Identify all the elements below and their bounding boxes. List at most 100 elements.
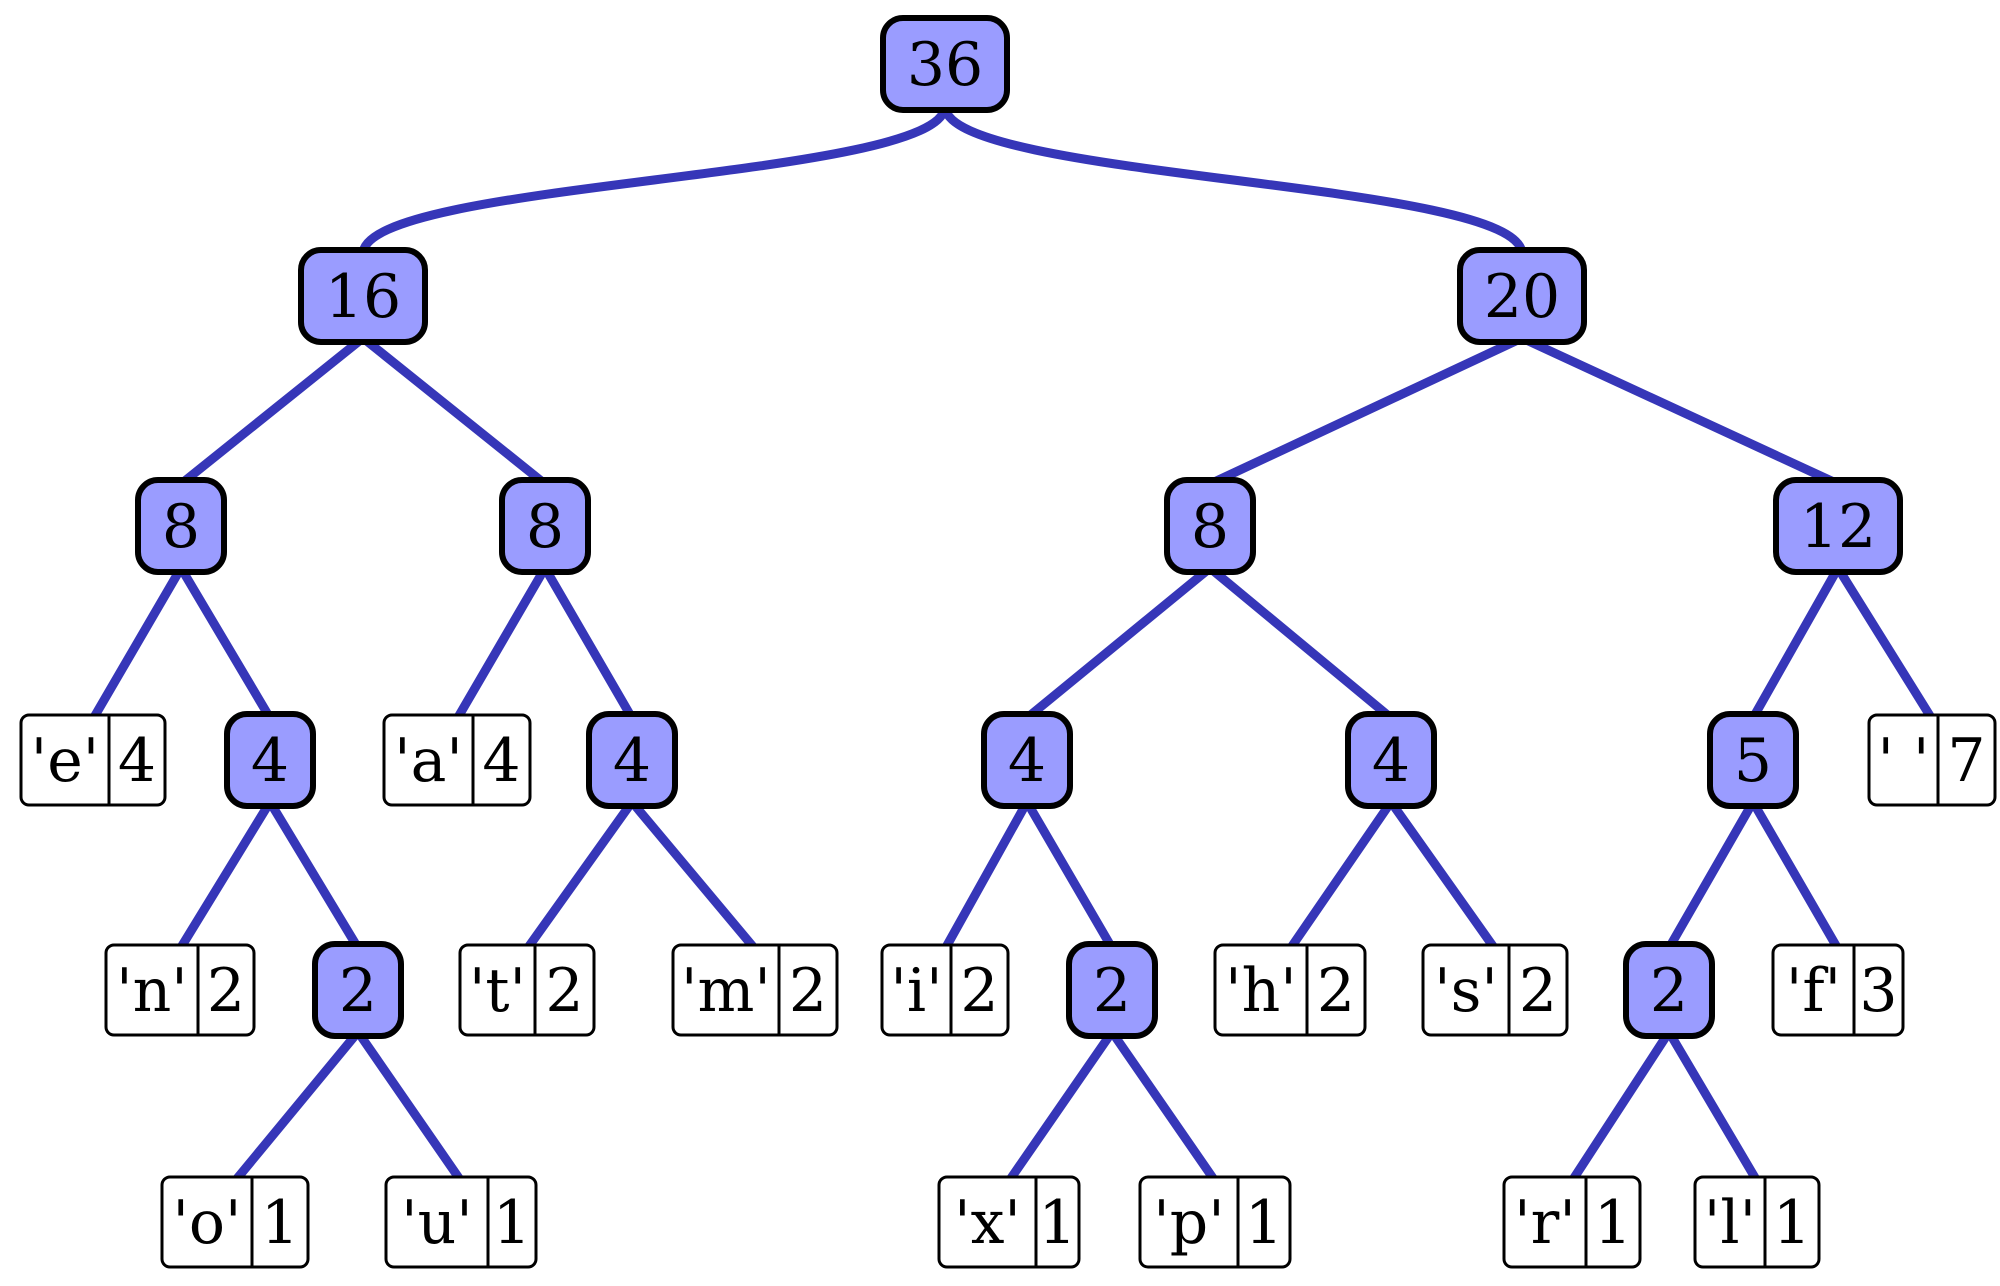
tree-edge	[1386, 797, 1500, 954]
tree-edge	[452, 563, 550, 724]
leaf-node: ' ' 7	[1867, 713, 1997, 807]
leaf-weight: 1	[261, 1188, 299, 1258]
leaf-symbol: 'u'	[401, 1188, 473, 1258]
leaf-node-box	[1771, 943, 1905, 1037]
tree-edge	[1664, 797, 1758, 953]
tree-edge	[1285, 797, 1396, 954]
internal-node-box	[298, 247, 428, 345]
leaf-symbol: ' '	[1877, 726, 1929, 796]
leaf-node-box	[384, 1175, 538, 1269]
leaf-node: 'r'1	[1502, 1175, 1642, 1269]
tree-edge	[230, 1027, 363, 1186]
leaf-symbol: 'a'	[394, 726, 463, 796]
leaf-weight: 2	[207, 956, 245, 1026]
leaf-node-box	[937, 1175, 1081, 1269]
internal-node: 2	[1623, 941, 1715, 1039]
internal-node: 36	[880, 15, 1010, 113]
tree-edge	[358, 333, 550, 489]
internal-node-box	[1773, 477, 1903, 575]
leaf-weight: 2	[545, 956, 583, 1026]
leaf-symbol: 'e'	[31, 726, 100, 796]
leaf-node: 'l' 1	[1693, 1175, 1821, 1269]
internal-node: 4	[981, 711, 1073, 809]
tree-edge	[1517, 333, 1843, 489]
tree-edge	[540, 563, 637, 723]
internal-node: 8	[135, 477, 227, 575]
internal-node: 16	[298, 247, 428, 345]
leaf-node: 'u'1	[384, 1175, 538, 1269]
leaf-symbol: 's'	[1434, 956, 1498, 1026]
leaf-node-box	[382, 713, 532, 807]
node-weight: 20	[1484, 262, 1560, 332]
node-weight: 8	[526, 492, 564, 562]
tree-edge	[176, 333, 368, 489]
leaf-node: 'e'4	[19, 713, 167, 807]
leaf-weight: 1	[1245, 1188, 1283, 1258]
internal-node: 8	[1164, 477, 1256, 575]
node-weight: 4	[1008, 726, 1046, 796]
tree-edge	[1205, 563, 1396, 723]
leaf-weight: 7	[1947, 726, 1985, 796]
leaf-weight: 2	[1317, 956, 1355, 1026]
node-weight: 4	[1372, 726, 1410, 796]
internal-node-box	[981, 711, 1073, 809]
tree-edge	[358, 101, 950, 259]
tree-edge	[175, 797, 275, 954]
leaf-symbol: 'm'	[681, 956, 771, 1026]
leaf-weight: 2	[789, 956, 827, 1026]
internal-node: 20	[1457, 247, 1587, 345]
internal-node-box	[1345, 711, 1437, 809]
internal-node-box	[224, 711, 316, 809]
leaf-symbol: 'l'	[1704, 1188, 1756, 1258]
leaf-symbol: 'x'	[954, 1188, 1021, 1258]
tree-edge	[1004, 1027, 1117, 1186]
tree-edge	[627, 797, 760, 954]
internal-node-box	[1066, 941, 1158, 1039]
node-weight: 5	[1734, 726, 1772, 796]
leaf-symbol: 'i'	[890, 956, 942, 1026]
leaf-node-box	[104, 943, 256, 1037]
leaf-node-box	[1693, 1175, 1821, 1269]
leaf-weight: 2	[960, 956, 998, 1026]
leaf-symbol: 'f'	[1786, 956, 1841, 1026]
tree-edge	[176, 563, 275, 723]
leaf-node: 'o'1	[160, 1175, 310, 1269]
leaf-node-box	[19, 713, 167, 807]
leaf-node-box	[1213, 943, 1367, 1037]
node-weight: 36	[907, 30, 983, 100]
internal-node: 5	[1707, 711, 1799, 809]
leaf-node: 'f'3	[1771, 943, 1905, 1037]
leaf-weight: 1	[1038, 1188, 1076, 1258]
internal-node-box	[312, 941, 404, 1039]
leaf-node: 'p'1	[1138, 1175, 1292, 1269]
leaf-node-box	[1138, 1175, 1292, 1269]
tree-edge	[88, 563, 186, 724]
internal-node: 2	[1066, 941, 1158, 1039]
internal-node-box	[586, 711, 678, 809]
tree-edge	[1748, 797, 1843, 954]
leaf-symbol: 'h'	[1225, 956, 1297, 1026]
leaf-node-box	[1867, 713, 1997, 807]
leaf-symbol: 'r'	[1514, 1188, 1576, 1258]
node-weight: 8	[1191, 492, 1229, 562]
node-weight: 4	[251, 726, 289, 796]
leaf-node: 'x' 1	[937, 1175, 1081, 1269]
tree-edges	[88, 101, 1937, 1186]
leaf-node: 'i' 2	[880, 943, 1010, 1037]
tree-edge	[1567, 1027, 1674, 1186]
leaf-node: 's' 2	[1421, 943, 1569, 1037]
node-weight: 16	[325, 262, 401, 332]
internal-node: 12	[1773, 477, 1903, 575]
leaf-node-box	[160, 1175, 310, 1269]
leaf-node-box	[880, 943, 1010, 1037]
tree-edge	[1205, 333, 1527, 489]
node-weight: 8	[162, 492, 200, 562]
tree-edge	[1107, 1027, 1220, 1186]
internal-node-box	[1707, 711, 1799, 809]
leaf-node-box	[458, 943, 596, 1037]
leaf-weight: 1	[1773, 1188, 1811, 1258]
leaf-weight: 2	[1519, 956, 1557, 1026]
tree-edge	[265, 797, 363, 953]
tree-edge	[1664, 1027, 1762, 1186]
